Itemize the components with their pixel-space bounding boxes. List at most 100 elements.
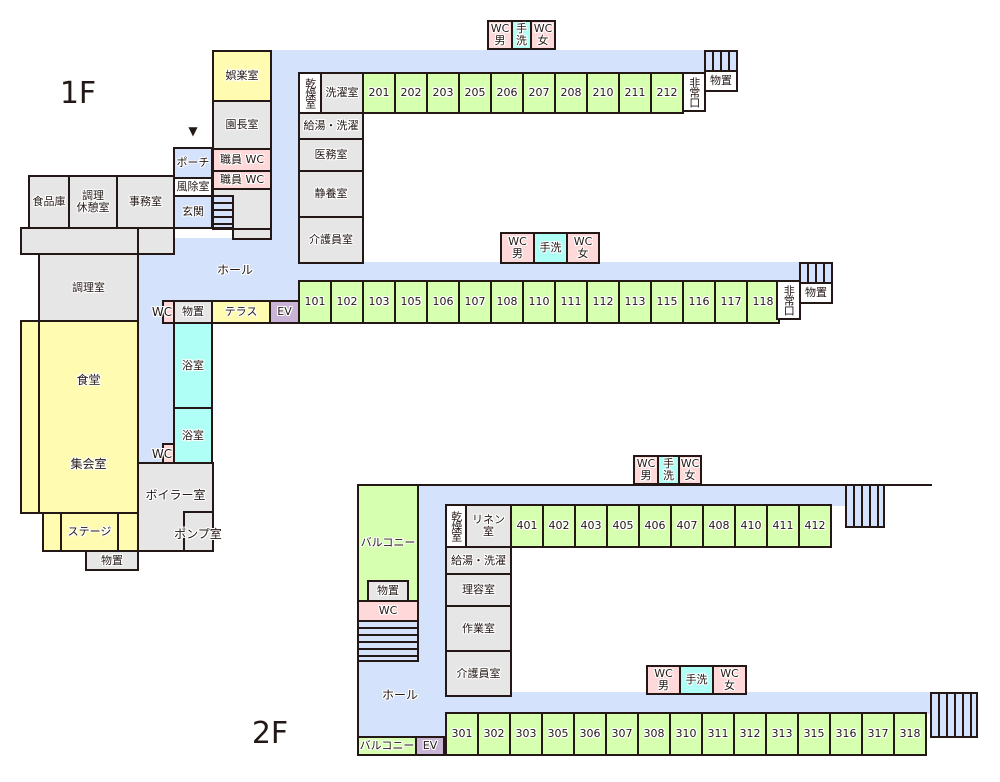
wc-label: WC (151, 304, 173, 319)
resident-room: 111 (554, 280, 588, 324)
storage-room: 物置 (85, 550, 139, 571)
resident-room: 317 (861, 712, 895, 756)
stage-side (117, 512, 139, 552)
room-rest: 静養室 (298, 170, 364, 218)
resident-room: 116 (682, 280, 716, 324)
room-hot-water-laundry: 給湯・洗濯 (298, 112, 364, 140)
wall (415, 484, 932, 486)
emergency-exit: 非常口 (776, 280, 801, 320)
balcony: バルコニー (357, 736, 417, 756)
room-medical: 医務室 (298, 138, 364, 172)
wc-women: WC 女 (712, 665, 747, 695)
wc-men: WC 男 (633, 455, 659, 485)
stairs (930, 692, 978, 738)
washroom: 手洗 (679, 665, 714, 695)
resident-room: 408 (702, 504, 736, 548)
resident-room: 305 (541, 712, 575, 756)
resident-room: 406 (638, 504, 672, 548)
linen-room: リネン 室 (465, 504, 512, 548)
work-room: 作業室 (445, 605, 512, 652)
entrance-hall: 玄関 (173, 195, 213, 229)
resident-room: 107 (458, 280, 492, 324)
dining-assembly-hall (38, 320, 139, 514)
resident-room: 203 (426, 72, 460, 114)
stairs (799, 262, 833, 284)
resident-room: 103 (362, 280, 396, 324)
resident-room: 212 (650, 72, 684, 114)
room-recreation: 娯楽室 (212, 50, 272, 102)
resident-room: 101 (298, 280, 332, 324)
room-drying: 乾燥室 (298, 72, 322, 114)
windbreak-room: 風除室 (173, 177, 213, 197)
resident-room: 410 (734, 504, 768, 548)
resident-room: 113 (618, 280, 652, 324)
resident-room: 211 (618, 72, 652, 114)
kitchen-upper (20, 227, 139, 255)
floor-label-1f: 1F (59, 76, 97, 112)
storage-room: 物置 (367, 580, 409, 602)
resident-room: 110 (522, 280, 556, 324)
wc-men: WC 男 (500, 232, 535, 264)
wc-women: WC 女 (566, 232, 600, 264)
resident-room: 401 (510, 504, 544, 548)
entrance-marker-icon: ▼ (188, 123, 198, 138)
wc (162, 443, 175, 464)
storage-room: 物置 (173, 300, 213, 324)
resident-room: 207 (522, 72, 556, 114)
stage: ステージ (60, 512, 119, 552)
resident-room: 316 (829, 712, 863, 756)
storage-room: 物置 (799, 282, 833, 304)
room-laundry: 洗濯室 (320, 72, 364, 114)
resident-room: 105 (394, 280, 428, 324)
wc-women: WC 女 (678, 455, 702, 485)
dining-room-label: 食堂 (76, 372, 101, 387)
wc-label: WC (151, 446, 173, 461)
stairs (357, 620, 419, 662)
pump-room (183, 511, 214, 552)
room-caregiver: 介護員室 (445, 650, 512, 697)
kitchen: 調理室 (38, 253, 139, 323)
resident-room: 210 (586, 72, 620, 114)
hall-corridor-left (270, 50, 300, 270)
floor-label-2f: 2F (251, 716, 289, 752)
dining-side (20, 320, 40, 514)
resident-room: 312 (733, 712, 767, 756)
hall-corridor-south (137, 298, 174, 464)
bathroom: 浴室 (173, 407, 213, 464)
hall-corridor-top (270, 50, 738, 72)
resident-room: 205 (458, 72, 492, 114)
resident-room: 201 (362, 72, 396, 114)
resident-room: 311 (701, 712, 735, 756)
hall-area (357, 660, 447, 738)
resident-room: 117 (714, 280, 748, 324)
wc: WC (357, 600, 419, 622)
staff-wc: 職員 WC (212, 148, 272, 172)
stairs (704, 50, 738, 72)
room-director: 園長室 (212, 100, 272, 150)
resident-room: 106 (426, 280, 460, 324)
resident-room: 407 (670, 504, 704, 548)
room-hot-water-laundry: 給湯・洗濯 (445, 546, 512, 575)
stairs (212, 195, 234, 229)
resident-room: 402 (542, 504, 576, 548)
resident-room: 102 (330, 280, 364, 324)
resident-room: 302 (477, 712, 511, 756)
resident-room: 112 (586, 280, 620, 324)
emergency-exit: 非常口 (682, 72, 706, 112)
pump-room-label: ポンプ室 (174, 526, 222, 541)
terrace: テラス (211, 300, 271, 324)
washroom: 手洗 (511, 20, 532, 50)
resident-room: 202 (394, 72, 428, 114)
porch: ポーチ (173, 147, 213, 179)
resident-room: 108 (490, 280, 524, 324)
assembly-room-label: 集会室 (70, 456, 107, 471)
resident-room: 303 (509, 712, 543, 756)
resident-room: 313 (765, 712, 799, 756)
resident-room: 306 (573, 712, 607, 756)
service-room (232, 228, 272, 240)
hall-corridor-top (417, 484, 847, 506)
resident-room: 308 (637, 712, 671, 756)
resident-room: 310 (669, 712, 703, 756)
resident-room: 115 (650, 280, 684, 324)
hall-corridor-middle (298, 262, 800, 282)
